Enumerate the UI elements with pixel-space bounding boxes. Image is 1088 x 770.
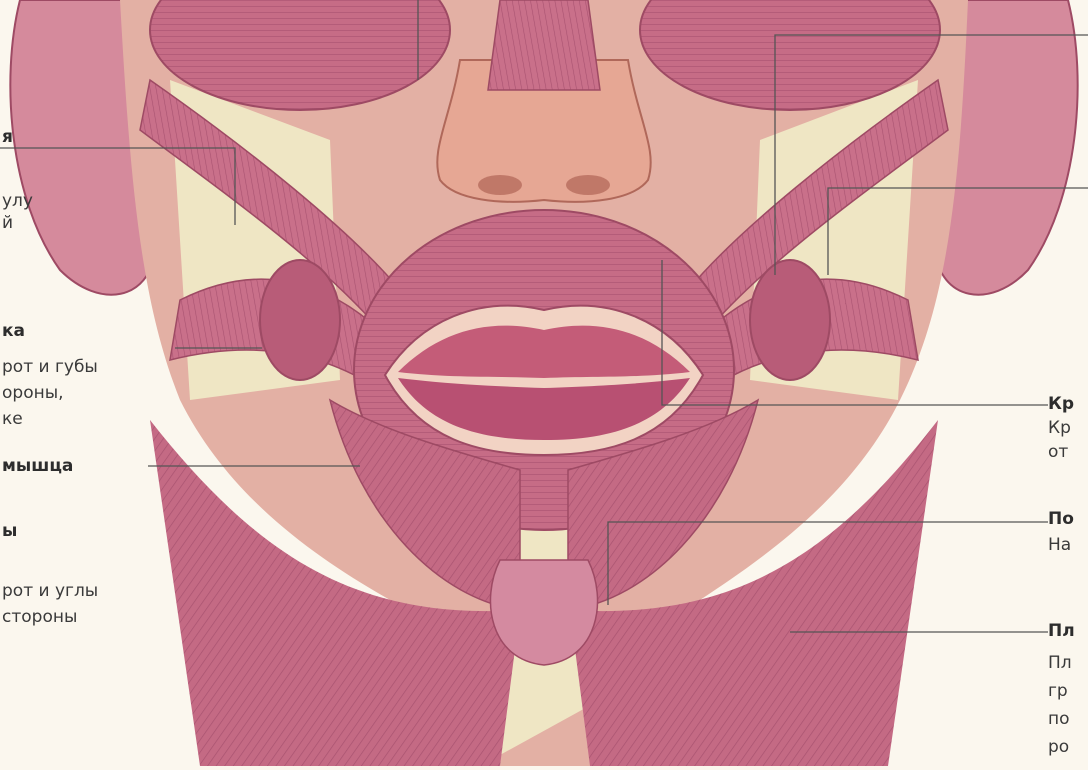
leader-line (608, 522, 1048, 605)
label-text-left-3a: ы (2, 520, 17, 542)
label-text-left-1a: улу (2, 190, 33, 212)
label-text-left-1b: й (2, 212, 13, 234)
label-title-left-3: мышца (2, 455, 73, 477)
label-title-left-2: ка (2, 320, 25, 342)
label-title-right-1: Кр (1048, 393, 1074, 415)
label-text-right-1b: от (1048, 441, 1068, 463)
label-text-left-3b: рот и углы (2, 580, 98, 602)
label-text-left-2c: ке (2, 408, 23, 430)
label-text-right-3d: ро (1048, 736, 1069, 758)
label-title-right-3: Пл (1048, 620, 1075, 642)
label-text-right-3b: гр (1048, 680, 1068, 702)
label-text-right-3c: по (1048, 708, 1070, 730)
leader-line (0, 148, 235, 225)
label-text-right-1a: Кр (1048, 417, 1071, 439)
label-text-left-3c: стороны (2, 606, 77, 628)
label-text-right-2a: На (1048, 534, 1071, 556)
label-title-right-2: По (1048, 508, 1074, 530)
label-text-right-3a: Пл (1048, 652, 1072, 674)
leader-line (775, 35, 1088, 275)
label-text-left-2b: ороны, (2, 382, 64, 404)
leader-line (662, 260, 1048, 405)
leader-line (828, 188, 1088, 275)
label-text-left-2a: рот и губы (2, 356, 98, 378)
label-title-left-1: я (2, 126, 13, 148)
